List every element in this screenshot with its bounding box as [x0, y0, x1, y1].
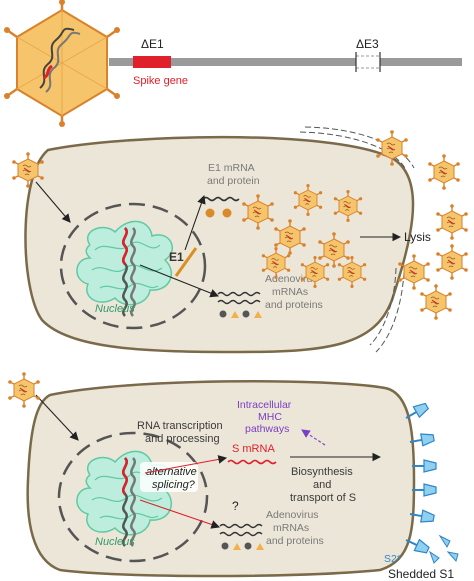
biosynthesis-and-label: and	[313, 479, 331, 491]
rna-processing-label: and processing	[145, 433, 220, 445]
cell-panel-2: Nucleus RNA transcription and processing…	[26, 379, 459, 581]
adenovirus-icon	[4, 0, 120, 127]
splicing-label: splicing?	[152, 479, 196, 491]
spike-gene-insert	[133, 56, 171, 68]
adenovirus-label-1: Adenovirus	[265, 273, 318, 285]
mhc-label-3: pathways	[245, 423, 289, 435]
adenovirus-icon	[7, 371, 41, 409]
lysis-label: Lysis	[404, 230, 431, 244]
rna-transcription-label: RNA transcription	[137, 420, 223, 432]
mhc-label-1: Intracellular	[237, 399, 292, 411]
adenovirus-proteins-label-1: and proteins	[265, 299, 323, 311]
genome-map: ΔE1 ΔE3 Spike gene	[109, 37, 462, 87]
mhc-label-2: MHC	[258, 411, 282, 423]
nucleus-label: Nucleus	[95, 303, 135, 315]
e1-label: E1	[169, 250, 184, 264]
spike-gene-label: Spike gene	[133, 75, 188, 87]
s-mrna-label: S mRNA	[232, 443, 275, 455]
nucleus-envelope-2	[57, 431, 209, 563]
e1-protein-label: and protein	[207, 175, 260, 187]
nucleus-label-2: Nucleus	[95, 536, 135, 548]
shedded-s1-fragments	[429, 534, 459, 564]
adenovirus-mrnas-label-2: mRNAs	[273, 522, 309, 534]
question-mark: ?	[232, 499, 239, 513]
adenovirus-label-2: Adenovirus	[266, 509, 319, 521]
biosynthesis-label: Biosynthesis	[291, 466, 353, 478]
nucleus-envelope	[59, 202, 207, 330]
delta-e3-label: ΔE3	[356, 37, 379, 51]
shedded-s1-label: Shedded S1	[388, 567, 454, 581]
e1-mrna-label: E1 mRNA	[208, 162, 255, 174]
transport-label: transport of S	[290, 492, 356, 504]
adenovirus-mrnas-label-1: mRNAs	[272, 286, 308, 298]
s2-label: S2*	[384, 553, 401, 565]
cell-panel-1: Nucleus E1 E1 mRNA and protein Adenoviru…	[24, 126, 431, 354]
adenovirus-proteins-label-2: and proteins	[266, 535, 324, 547]
alternative-label: alternative	[146, 466, 197, 478]
delta-e1-label: ΔE1	[141, 37, 164, 51]
